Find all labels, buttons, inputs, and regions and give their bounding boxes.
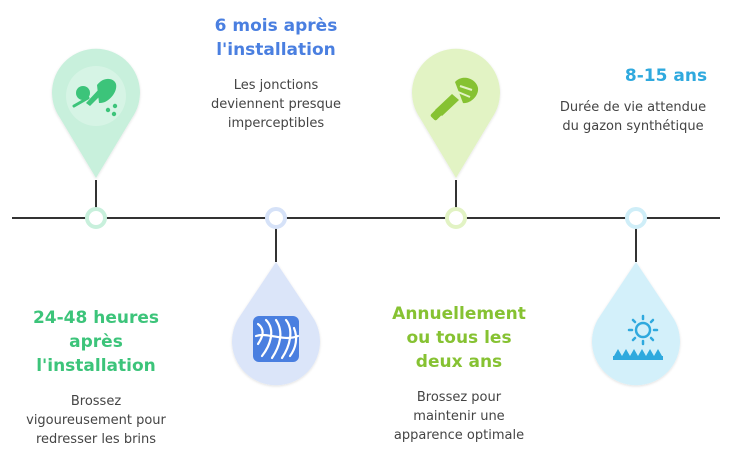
timeline-node-1 [85, 207, 107, 229]
pin-marker-3 [412, 48, 500, 179]
timeline-node-2 [265, 207, 287, 229]
timeline-node-4 [625, 207, 647, 229]
pin-marker-1 [52, 48, 140, 179]
milestone-1-description: Brossez vigoureusement pour redresser le… [26, 394, 166, 447]
milestone-2-title: 6 mois après l'installation [214, 16, 338, 60]
milestone-2-description: Les jonctions deviennent presque imperce… [210, 78, 342, 131]
drop-marker-4 [592, 262, 680, 386]
milestone-3-text: Annuellement ou tous les deux ans Brosse… [369, 302, 549, 445]
sweeping-broom-icon [72, 78, 118, 117]
milestone-1-title: 24-48 heures après l'installation [32, 308, 160, 376]
milestone-4-description: Durée de vie attendue du gazon synthétiq… [559, 100, 707, 134]
milestone-4-title: 8-15 ans [624, 66, 708, 86]
milestone-3-description: Brossez pour maintenir une apparence opt… [393, 390, 525, 443]
milestone-3-title: Annuellement ou tous les deux ans [392, 304, 526, 372]
sun-grass-icon [613, 314, 663, 360]
timeline-node-3 [445, 207, 467, 229]
brush-icon [430, 77, 479, 121]
turf-texture-icon [253, 316, 300, 362]
milestone-1-text: 24-48 heures après l'installation Brosse… [6, 306, 186, 449]
milestone-4-text: 8-15 ans Durée de vie attendue du gazon … [538, 64, 728, 136]
milestone-2-text: 6 mois après l'installation Les jonction… [186, 14, 366, 133]
